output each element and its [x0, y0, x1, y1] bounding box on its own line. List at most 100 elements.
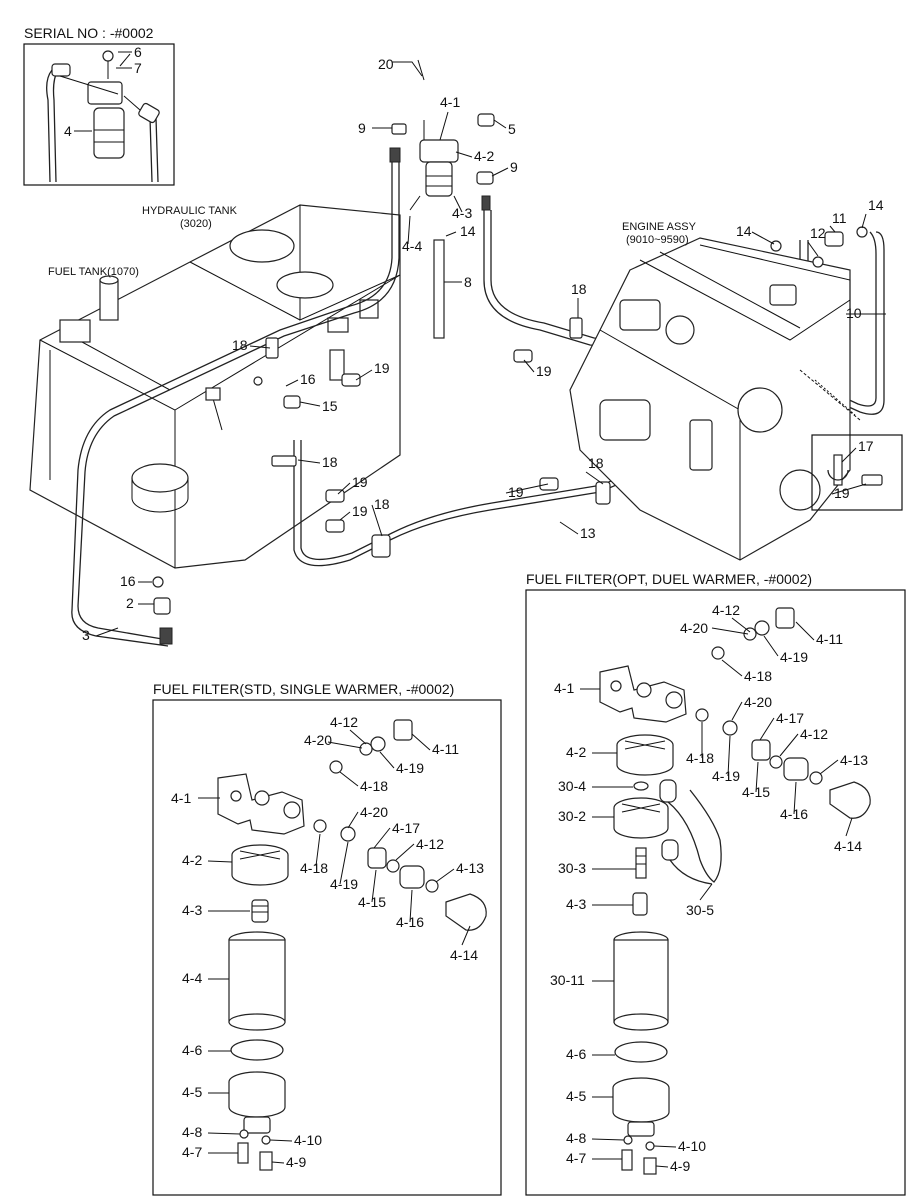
std-label-4-13: 4-13	[456, 860, 484, 876]
label-14a: 14	[460, 223, 476, 239]
serial-filter-art	[46, 50, 160, 183]
opt-label-4-20b: 4-20	[744, 694, 772, 710]
label-19c: 19	[352, 474, 368, 490]
label-19d: 19	[508, 484, 524, 500]
fittings-art	[152, 226, 868, 645]
label-12: 12	[810, 225, 826, 241]
opt-label-4-6: 4-6	[566, 1046, 586, 1062]
label-14b: 14	[868, 197, 884, 213]
hose-lines	[71, 148, 885, 647]
label-9a: 9	[358, 120, 366, 136]
hydraulic-tank-code: (3020)	[180, 218, 212, 230]
opt-label-30-3: 30-3	[558, 860, 586, 876]
std-label-4-12b: 4-12	[416, 836, 444, 852]
opt-label-4-19b: 4-19	[712, 768, 740, 784]
std-filter-title: FUEL FILTER(STD, SINGLE WARMER, -#0002)	[153, 681, 454, 697]
label-4-4: 4-4	[402, 238, 422, 254]
label-19b: 19	[536, 363, 552, 379]
label-18a: 18	[232, 337, 248, 353]
opt-label-30-2: 30-2	[558, 808, 586, 824]
clip-detail-frame	[811, 434, 903, 511]
label-14c: 14	[736, 223, 752, 239]
label-2: 2	[126, 595, 134, 611]
label-8: 8	[464, 274, 472, 290]
fuel-tank-title: FUEL TANK(1070)	[48, 266, 139, 278]
main-assembly: HYDRAULIC TANK (3020) FUEL TANK(1070) EN…	[29, 56, 903, 647]
label-18c: 18	[322, 454, 338, 470]
std-label-4-14: 4-14	[450, 947, 478, 963]
label-4-2: 4-2	[474, 148, 494, 164]
std-label-4-10: 4-10	[294, 1132, 322, 1148]
std-filter-art	[217, 719, 487, 1171]
std-label-4-17: 4-17	[392, 820, 420, 836]
opt-filter-title: FUEL FILTER(OPT, DUEL WARMER, -#0002)	[526, 571, 812, 587]
label-9b: 9	[510, 159, 518, 175]
std-filter-frame	[152, 699, 502, 1196]
label-7: 7	[134, 60, 142, 76]
opt-label-4-7: 4-7	[566, 1150, 586, 1166]
opt-label-4-3: 4-3	[566, 896, 586, 912]
label-20: 20	[378, 56, 394, 72]
std-label-4-19b: 4-19	[330, 876, 358, 892]
opt-label-30-4: 30-4	[558, 778, 586, 794]
std-label-4-4: 4-4	[182, 970, 202, 986]
opt-label-30-5: 30-5	[686, 902, 714, 918]
label-19f: 19	[834, 485, 850, 501]
opt-label-4-19: 4-19	[780, 649, 808, 665]
std-label-4-7: 4-7	[182, 1144, 202, 1160]
opt-label-4-12: 4-12	[712, 602, 740, 618]
label-4-3: 4-3	[452, 205, 472, 221]
opt-label-4-2: 4-2	[566, 744, 586, 760]
engine-assy-code: (9010~9590)	[626, 234, 689, 246]
opt-filter-frame	[525, 589, 906, 1196]
label-18e: 18	[374, 496, 390, 512]
opt-label-30-11: 30-11	[550, 972, 585, 988]
std-label-4-19: 4-19	[396, 760, 424, 776]
std-label-4-18: 4-18	[360, 778, 388, 794]
label-16b: 16	[120, 573, 136, 589]
opt-label-4-18: 4-18	[744, 668, 772, 684]
label-10: 10	[846, 305, 862, 321]
clip-detail-art	[827, 454, 883, 486]
engine-art	[569, 237, 861, 561]
label-17: 17	[858, 438, 874, 454]
label-16a: 16	[300, 371, 316, 387]
label-19e: 19	[352, 503, 368, 519]
std-label-4-20: 4-20	[304, 732, 332, 748]
label-6: 6	[134, 44, 142, 60]
label-13: 13	[580, 525, 596, 541]
std-filter-panel: FUEL FILTER(STD, SINGLE WARMER, -#0002)	[152, 681, 502, 1196]
serial-frame	[23, 43, 175, 186]
opt-label-4-13: 4-13	[840, 752, 868, 768]
main-filter-art	[389, 59, 495, 211]
opt-label-4-9: 4-9	[670, 1158, 690, 1174]
serial-inset: SERIAL NO : -#0002 6 7 4	[23, 25, 175, 186]
std-label-4-8: 4-8	[182, 1124, 202, 1140]
label-5: 5	[508, 121, 516, 137]
std-label-4-20b: 4-20	[360, 804, 388, 820]
label-19a: 19	[374, 360, 390, 376]
std-label-4-11: 4-11	[432, 741, 459, 757]
label-11: 11	[832, 210, 847, 226]
serial-title: SERIAL NO : -#0002	[24, 25, 154, 41]
std-label-4-18b: 4-18	[300, 860, 328, 876]
std-label-4-1: 4-1	[171, 790, 191, 806]
opt-label-4-18b: 4-18	[686, 750, 714, 766]
tank-art	[29, 204, 401, 569]
opt-label-4-20: 4-20	[680, 620, 708, 636]
std-label-4-6: 4-6	[182, 1042, 202, 1058]
opt-filter-panel: FUEL FILTER(OPT, DUEL WARMER, -#0002)	[525, 571, 906, 1196]
hydraulic-tank-title: HYDRAULIC TANK	[142, 205, 238, 217]
std-label-4-3: 4-3	[182, 902, 202, 918]
std-label-4-9: 4-9	[286, 1154, 306, 1170]
opt-filter-art	[599, 607, 871, 1175]
opt-label-4-5: 4-5	[566, 1088, 586, 1104]
label-18b: 18	[571, 281, 587, 297]
opt-label-4-8: 4-8	[566, 1130, 586, 1146]
std-label-4-2: 4-2	[182, 852, 202, 868]
opt-label-4-12b: 4-12	[800, 726, 828, 742]
label-3: 3	[82, 627, 90, 643]
label-18d: 18	[588, 455, 604, 471]
opt-label-4-1: 4-1	[554, 680, 574, 696]
